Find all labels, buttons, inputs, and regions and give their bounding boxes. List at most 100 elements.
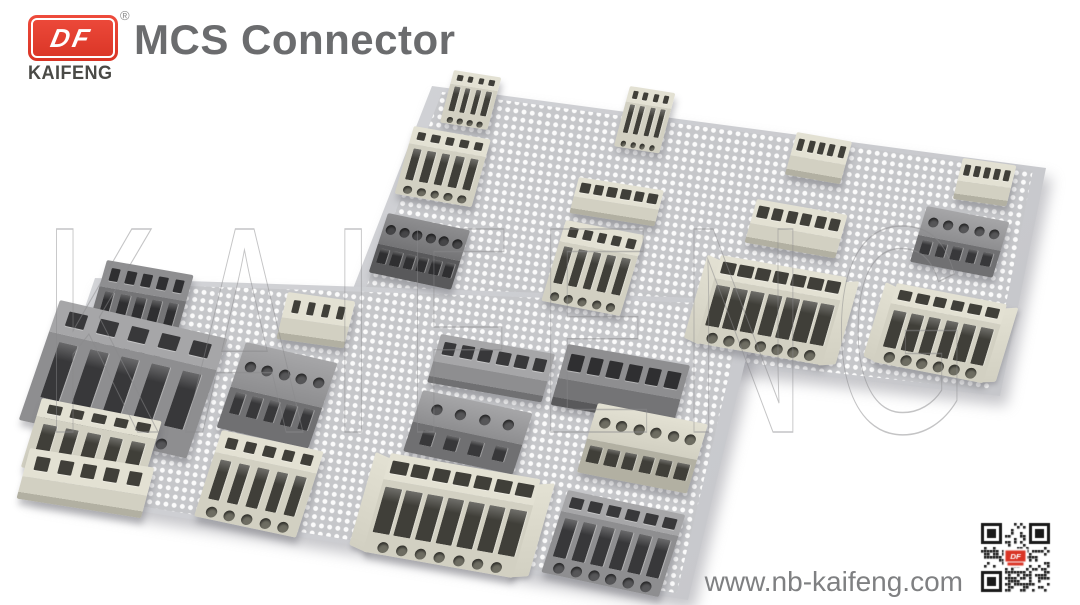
wire-hole	[432, 551, 447, 564]
pin-slot	[799, 213, 813, 227]
page-title: MCS Connector	[134, 16, 456, 63]
wire-hole	[972, 225, 986, 238]
contact-opening	[71, 349, 109, 409]
wire-hole	[442, 192, 454, 203]
wire-hole	[394, 544, 409, 557]
pin-slot	[102, 467, 121, 484]
pin-slot	[828, 218, 842, 232]
wire-hole	[402, 184, 414, 195]
wire-hole	[294, 372, 309, 386]
pin-slot	[495, 351, 512, 367]
wire-hole	[456, 118, 464, 125]
wire-hole	[489, 561, 504, 574]
wire-hole	[631, 423, 646, 437]
pin-slot	[586, 357, 605, 376]
contact-opening	[448, 86, 461, 112]
contact-opening	[603, 448, 621, 468]
wire-hole	[562, 294, 575, 305]
wire-hole	[586, 569, 601, 583]
pin-slot	[69, 408, 85, 420]
pin-slot	[836, 145, 847, 159]
contact-opening	[469, 90, 482, 115]
wire-hole	[240, 513, 255, 527]
logo-df-text: DF	[48, 22, 96, 53]
wire-hole	[429, 189, 441, 200]
connector-front-face	[439, 83, 498, 130]
connector-bar	[276, 292, 356, 349]
pin-slot	[644, 367, 663, 386]
pin-slot	[431, 467, 452, 483]
wire-hole	[621, 576, 636, 590]
wire-hole	[429, 403, 444, 417]
pin-slot	[79, 463, 98, 480]
website-url: www.nb-kaifeng.com	[704, 566, 963, 597]
wire-hole	[957, 222, 971, 235]
pin-slot	[816, 142, 826, 155]
wire-hole	[597, 416, 612, 430]
contact-opening	[389, 251, 403, 268]
wire-hole	[397, 227, 411, 239]
pin-slot	[796, 138, 806, 152]
pin-slot	[456, 74, 464, 82]
pin-slot	[113, 417, 130, 429]
wire-hole	[947, 363, 962, 377]
pin-slot	[652, 94, 660, 103]
wire-hole	[311, 376, 326, 390]
wire-hole	[705, 331, 720, 345]
pin-slot	[592, 184, 605, 196]
qr-code	[976, 521, 1062, 599]
wire-hole	[604, 302, 616, 313]
wire-hole	[154, 437, 169, 451]
pin-slot	[624, 508, 641, 522]
wire-hole	[446, 117, 454, 124]
contact-opening	[585, 445, 603, 465]
contact-opening	[376, 248, 390, 265]
wire-hole	[753, 340, 768, 354]
pin-slot	[754, 267, 772, 282]
pin-slot	[95, 318, 120, 338]
wire-hole	[470, 557, 485, 571]
connector-bar	[784, 132, 853, 185]
wire-hole	[926, 216, 940, 229]
pin-slot	[125, 471, 144, 487]
wire-hole	[941, 219, 955, 232]
pin-slot	[452, 471, 473, 487]
pin-slot	[467, 76, 475, 84]
wire-hole	[276, 368, 292, 382]
pin-slot	[477, 77, 485, 86]
pin-slot	[967, 302, 983, 316]
pin-slot	[625, 237, 637, 250]
contact-opening	[480, 91, 492, 117]
pin-slot	[663, 370, 682, 390]
pin-slot	[299, 453, 315, 467]
contact-opening	[637, 455, 656, 475]
wire-hole	[639, 143, 646, 150]
wire-hole	[638, 580, 653, 594]
pin-slot	[458, 139, 470, 150]
pin-slot	[785, 211, 799, 225]
brand-logo: DF ® KAIFENG	[28, 8, 130, 85]
pin-slot	[610, 235, 623, 247]
wire-hole	[666, 430, 681, 444]
pin-slot	[280, 449, 296, 463]
pin-slot	[157, 332, 182, 352]
contact-opening	[418, 150, 437, 184]
pin-slot	[661, 516, 678, 530]
pin-slot	[243, 441, 258, 455]
pin-slot	[606, 187, 618, 199]
pin-slot	[596, 232, 608, 244]
contact-opening	[418, 429, 436, 448]
pin-slot	[631, 90, 639, 100]
wire-hole	[375, 541, 390, 554]
pin-slot	[587, 500, 604, 514]
contact-opening	[467, 440, 484, 458]
contact-opening	[283, 474, 308, 517]
contact-opening	[133, 363, 171, 423]
pin-slot	[477, 348, 494, 364]
pin-slot	[472, 475, 493, 491]
wire-hole	[569, 565, 584, 579]
pin-slot	[806, 140, 816, 153]
pin-slot	[756, 205, 770, 220]
contact-opening	[428, 259, 442, 276]
contact-opening	[415, 256, 429, 274]
